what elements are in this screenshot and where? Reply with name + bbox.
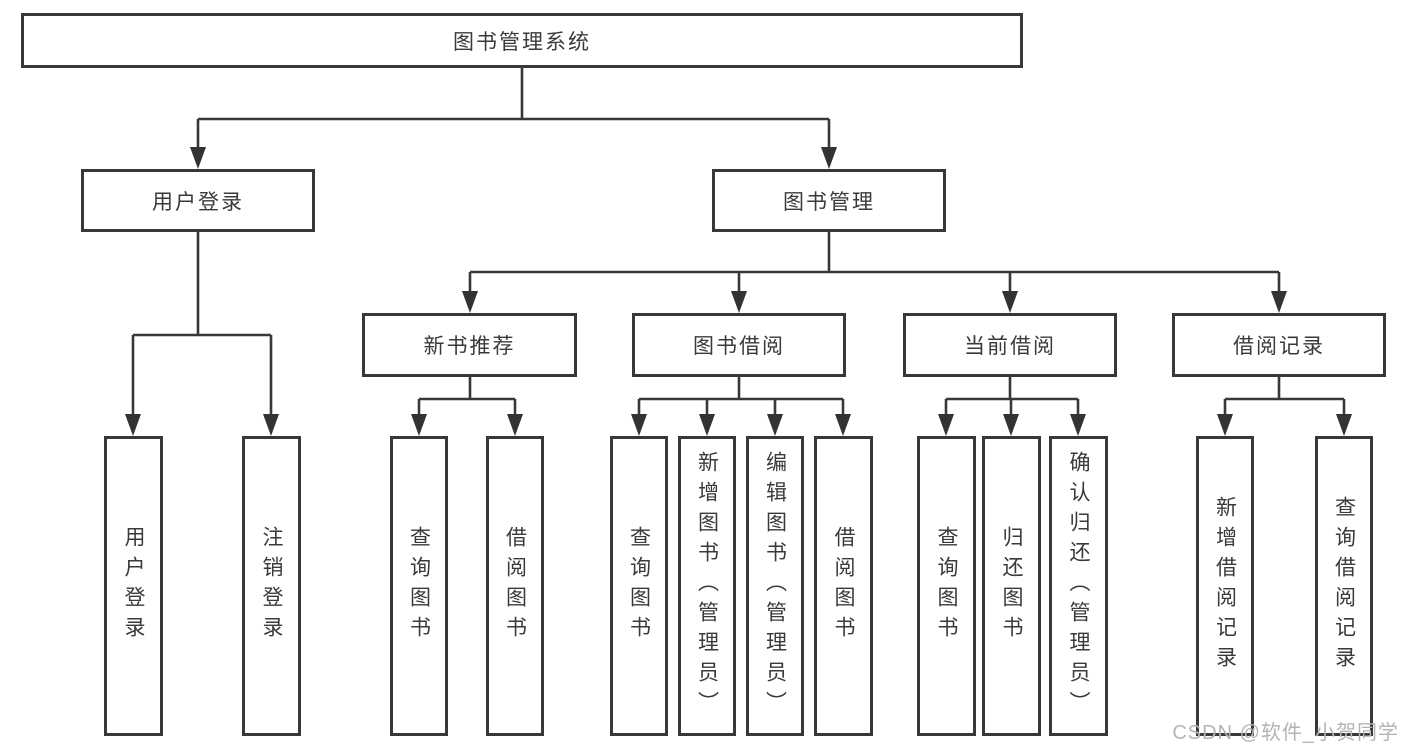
leaf-borrow-books: 借阅图书 xyxy=(814,436,873,736)
leaf-add-books-admin: 新增图书（管理员） xyxy=(678,436,736,736)
connector-user-login-to-leaves xyxy=(131,232,273,418)
arrow-down-icon xyxy=(125,414,141,436)
node-new-book-recommend: 新书推荐 xyxy=(362,313,577,377)
leaf-query-books-borrow: 查询图书 xyxy=(610,436,668,736)
arrow-down-icon xyxy=(462,291,478,313)
node-root-library-system: 图书管理系统 xyxy=(21,13,1023,68)
leaf-confirm-return-admin: 确认归还（管理员） xyxy=(1049,436,1108,736)
arrow-down-icon xyxy=(731,291,747,313)
node-label: 新增借阅记录 xyxy=(1213,496,1237,676)
arrow-down-icon xyxy=(411,414,427,436)
leaf-user-login: 用户登录 xyxy=(104,436,163,736)
leaf-query-books-current: 查询图书 xyxy=(917,436,976,736)
arrow-down-icon xyxy=(938,414,954,436)
connector-root-to-level2 xyxy=(196,68,831,150)
connector-borrow-records-to-leaves xyxy=(1223,377,1346,418)
arrow-down-icon xyxy=(699,414,715,436)
node-label: 注销登录 xyxy=(260,526,283,646)
node-label: 确认归还（管理员） xyxy=(1067,451,1090,721)
leaf-edit-books-admin: 编辑图书（管理员） xyxy=(746,436,804,736)
node-label: 借阅图书 xyxy=(503,526,527,646)
node-label: 用户登录 xyxy=(152,190,244,214)
node-book-borrowing: 图书借阅 xyxy=(632,313,846,377)
node-label: 当前借阅 xyxy=(964,335,1056,358)
node-label: 图书管理 xyxy=(783,190,875,214)
arrow-down-icon xyxy=(1217,414,1233,436)
leaf-add-borrow-record: 新增借阅记录 xyxy=(1196,436,1254,736)
node-label: 新增图书（管理员） xyxy=(695,451,719,721)
node-label: 编辑图书（管理员） xyxy=(763,451,787,721)
node-label: 图书管理系统 xyxy=(453,30,591,54)
node-book-management: 图书管理 xyxy=(712,169,946,232)
node-label: 图书借阅 xyxy=(693,335,785,358)
leaf-query-books-recommend: 查询图书 xyxy=(390,436,448,736)
node-label: 查询借阅记录 xyxy=(1332,496,1356,676)
leaf-return-books: 归还图书 xyxy=(982,436,1041,736)
arrow-down-icon xyxy=(631,414,647,436)
connector-book-borrow-to-leaves xyxy=(637,377,845,418)
arrow-down-icon xyxy=(190,147,206,169)
connector-current-borrow-to-leaves xyxy=(944,377,1080,418)
arrow-down-icon xyxy=(835,414,851,436)
node-label: 借阅记录 xyxy=(1233,335,1325,358)
csdn-watermark: CSDN @软件_小贺同学 xyxy=(1172,722,1399,744)
arrow-down-icon xyxy=(507,414,523,436)
node-label: 借阅图书 xyxy=(832,526,855,646)
node-label: 用户登录 xyxy=(122,526,145,646)
arrow-down-icon xyxy=(1271,291,1287,313)
arrow-down-icon xyxy=(1336,414,1352,436)
connector-book-management-to-level3 xyxy=(468,232,1281,294)
arrow-down-icon xyxy=(263,414,279,436)
leaf-borrow-books-recommend: 借阅图书 xyxy=(486,436,544,736)
node-label: 查询图书 xyxy=(407,526,431,646)
node-label: 查询图书 xyxy=(627,526,651,646)
node-label: 查询图书 xyxy=(935,526,958,646)
arrowheads xyxy=(125,147,1352,436)
arrow-down-icon xyxy=(767,414,783,436)
leaf-logout: 注销登录 xyxy=(242,436,301,736)
arrow-down-icon xyxy=(821,147,837,169)
node-borrowing-records: 借阅记录 xyxy=(1172,313,1386,377)
node-user-login: 用户登录 xyxy=(81,169,315,232)
leaf-query-borrow-record: 查询借阅记录 xyxy=(1315,436,1373,736)
node-label: 新书推荐 xyxy=(423,335,516,358)
arrow-down-icon xyxy=(1002,291,1018,313)
arrow-down-icon xyxy=(1003,414,1019,436)
node-label: 归还图书 xyxy=(1000,526,1023,646)
node-current-borrowing: 当前借阅 xyxy=(903,313,1117,377)
connector-new-book-to-leaves xyxy=(417,377,517,418)
arrow-down-icon xyxy=(1070,414,1086,436)
